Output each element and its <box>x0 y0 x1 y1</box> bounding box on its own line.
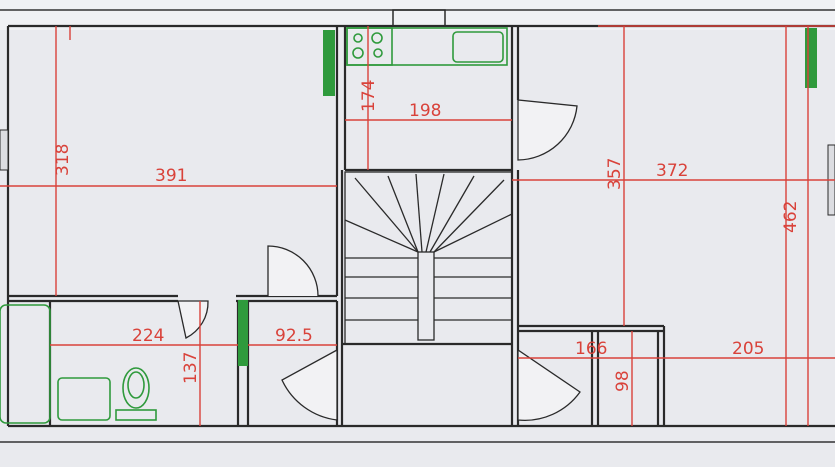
dim-hall-width: 92.5 <box>275 326 313 346</box>
dim-kitchen-width: 198 <box>409 101 441 121</box>
dimension-labels: 318 391 174 198 357 372 462 224 137 92.5… <box>53 80 801 392</box>
dim-kitchen-height: 174 <box>359 80 379 112</box>
dim-room-right-height-total: 462 <box>781 201 801 233</box>
door-right-room <box>517 99 578 161</box>
sink-icon <box>346 27 508 66</box>
dim-room-right-height-inner: 357 <box>605 158 625 190</box>
dim-room-left-width: 391 <box>155 166 187 186</box>
dim-bath-height: 137 <box>181 352 201 384</box>
dim-closet-width: 166 <box>575 339 607 359</box>
dimension-lines <box>0 25 835 426</box>
doors <box>177 99 581 421</box>
staircase-icon <box>342 171 513 346</box>
dim-bath-width: 224 <box>132 326 164 346</box>
toilet-icon <box>57 367 157 421</box>
dim-right-bottom-width: 205 <box>732 339 764 359</box>
dim-closet-height: 98 <box>613 370 633 392</box>
dim-room-right-width: 372 <box>656 161 688 181</box>
door-hall <box>281 348 338 421</box>
bathtub-icon <box>0 304 51 424</box>
door-left-room <box>267 245 319 297</box>
door-lower-right <box>517 348 581 421</box>
dim-room-left-height: 318 <box>53 144 73 176</box>
